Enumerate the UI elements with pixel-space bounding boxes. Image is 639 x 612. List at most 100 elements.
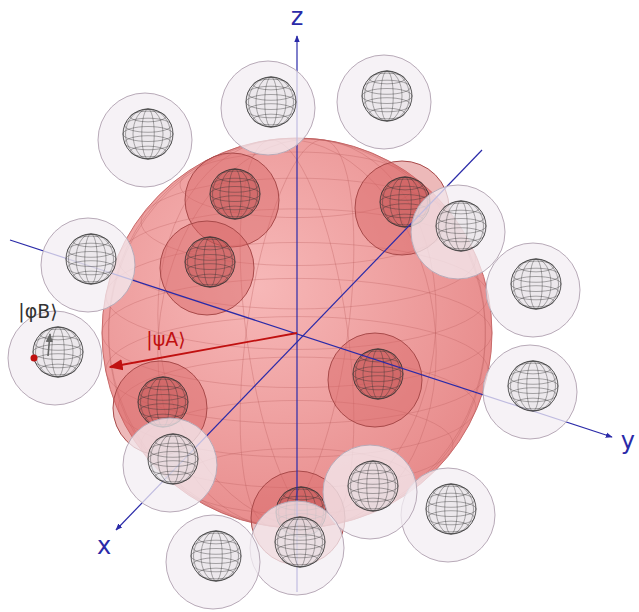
inner-sphere <box>210 169 260 219</box>
inner-grid <box>364 80 411 94</box>
inner-grid <box>439 201 484 251</box>
outer-sphere <box>337 55 431 149</box>
inner-grid <box>213 169 258 219</box>
outer-sphere <box>41 218 135 312</box>
inner-grid <box>246 95 296 110</box>
state-label: |φB⟩ <box>18 301 57 322</box>
inner-grid <box>510 370 557 384</box>
inner-sphere <box>353 349 403 399</box>
local-bloch-sphere <box>250 501 344 595</box>
local-bloch-sphere <box>221 61 315 155</box>
inner-grid <box>428 511 475 525</box>
inner-grid <box>438 210 485 224</box>
inner-grid <box>277 544 324 558</box>
inner-grid <box>191 549 241 564</box>
axis-label: y <box>621 428 635 454</box>
inner-grid <box>364 98 411 112</box>
outer-sphere <box>8 311 102 405</box>
state-label: |ψA⟩ <box>146 329 185 350</box>
inner-grid <box>212 196 259 210</box>
local-bloch-sphere <box>483 345 577 439</box>
inner-grid <box>521 259 551 309</box>
inner-grid <box>36 327 81 377</box>
axis-label: z <box>291 4 304 30</box>
inner-grid <box>514 259 559 309</box>
local-bloch-sphere <box>337 55 431 149</box>
inner-grid <box>167 434 180 484</box>
axis-label: x <box>97 533 111 559</box>
inner-grid <box>249 77 294 127</box>
inner-grid <box>426 502 476 517</box>
inner-grid <box>193 558 240 572</box>
inner-grid <box>33 345 83 360</box>
inner-grid <box>365 71 410 121</box>
inner-sphere <box>123 109 173 159</box>
inner-grid <box>527 361 540 411</box>
inner-grid <box>195 237 225 287</box>
inner-sphere <box>426 484 476 534</box>
inner-grid <box>66 252 116 267</box>
outer-sphere <box>486 243 580 337</box>
inner-grid <box>187 264 234 278</box>
inner-grid <box>142 109 155 159</box>
outer-sphere <box>221 61 315 155</box>
outer-sphere <box>328 333 422 427</box>
inner-grid <box>187 246 234 260</box>
local-bloch-sphere <box>160 221 254 315</box>
inner-grid <box>351 461 396 511</box>
outer-sphere <box>166 515 260 609</box>
inner-grid <box>185 255 235 270</box>
inner-grid <box>248 86 295 100</box>
inner-grid <box>201 531 231 581</box>
inner-grid <box>256 77 286 127</box>
inner-grid <box>68 243 115 257</box>
inner-grid <box>69 234 114 284</box>
inner-grid <box>229 169 242 219</box>
inner-grid <box>248 104 295 118</box>
inner-grid <box>68 261 115 275</box>
inner-grid <box>210 187 260 202</box>
inner-sphere <box>362 71 412 121</box>
inner-sphere <box>33 327 83 377</box>
inner-grid <box>194 531 239 581</box>
inner-grid <box>285 517 315 567</box>
inner-grid <box>399 177 412 227</box>
inner-grid <box>513 268 560 282</box>
local-bloch-sphere <box>98 93 192 187</box>
inner-grid <box>513 286 560 300</box>
local-bloch-sphere <box>8 311 102 405</box>
inner-grid <box>436 484 466 534</box>
inner-grid <box>358 461 388 511</box>
inner-sphere <box>148 434 198 484</box>
outer-sphere <box>483 345 577 439</box>
local-vector <box>48 334 50 356</box>
inner-grid <box>382 186 429 200</box>
local-bloch-sphere <box>328 333 422 427</box>
inner-grid <box>133 109 163 159</box>
state-vector <box>110 333 297 367</box>
inner-grid <box>35 336 82 350</box>
inner-grid <box>140 404 187 418</box>
local-bloch-sphere <box>411 185 505 279</box>
inner-sphere <box>436 201 486 251</box>
inner-grid <box>150 461 197 475</box>
inner-grid <box>52 327 65 377</box>
inner-grid <box>193 540 240 554</box>
inner-grid <box>356 349 401 399</box>
inner-grid <box>150 443 197 457</box>
inner-grid <box>210 531 223 581</box>
local-bloch-sphere <box>123 418 217 512</box>
state-point <box>31 355 38 362</box>
local-bloch-sphere <box>486 243 580 337</box>
inner-sphere <box>508 361 558 411</box>
inner-grid <box>348 479 398 494</box>
outer-sphere <box>411 185 505 279</box>
inner-grid <box>445 484 458 534</box>
inner-grid <box>277 526 324 540</box>
inner-grid <box>355 376 402 390</box>
inner-grid <box>428 493 475 507</box>
outer-sphere <box>250 501 344 595</box>
inner-grid <box>362 89 412 104</box>
